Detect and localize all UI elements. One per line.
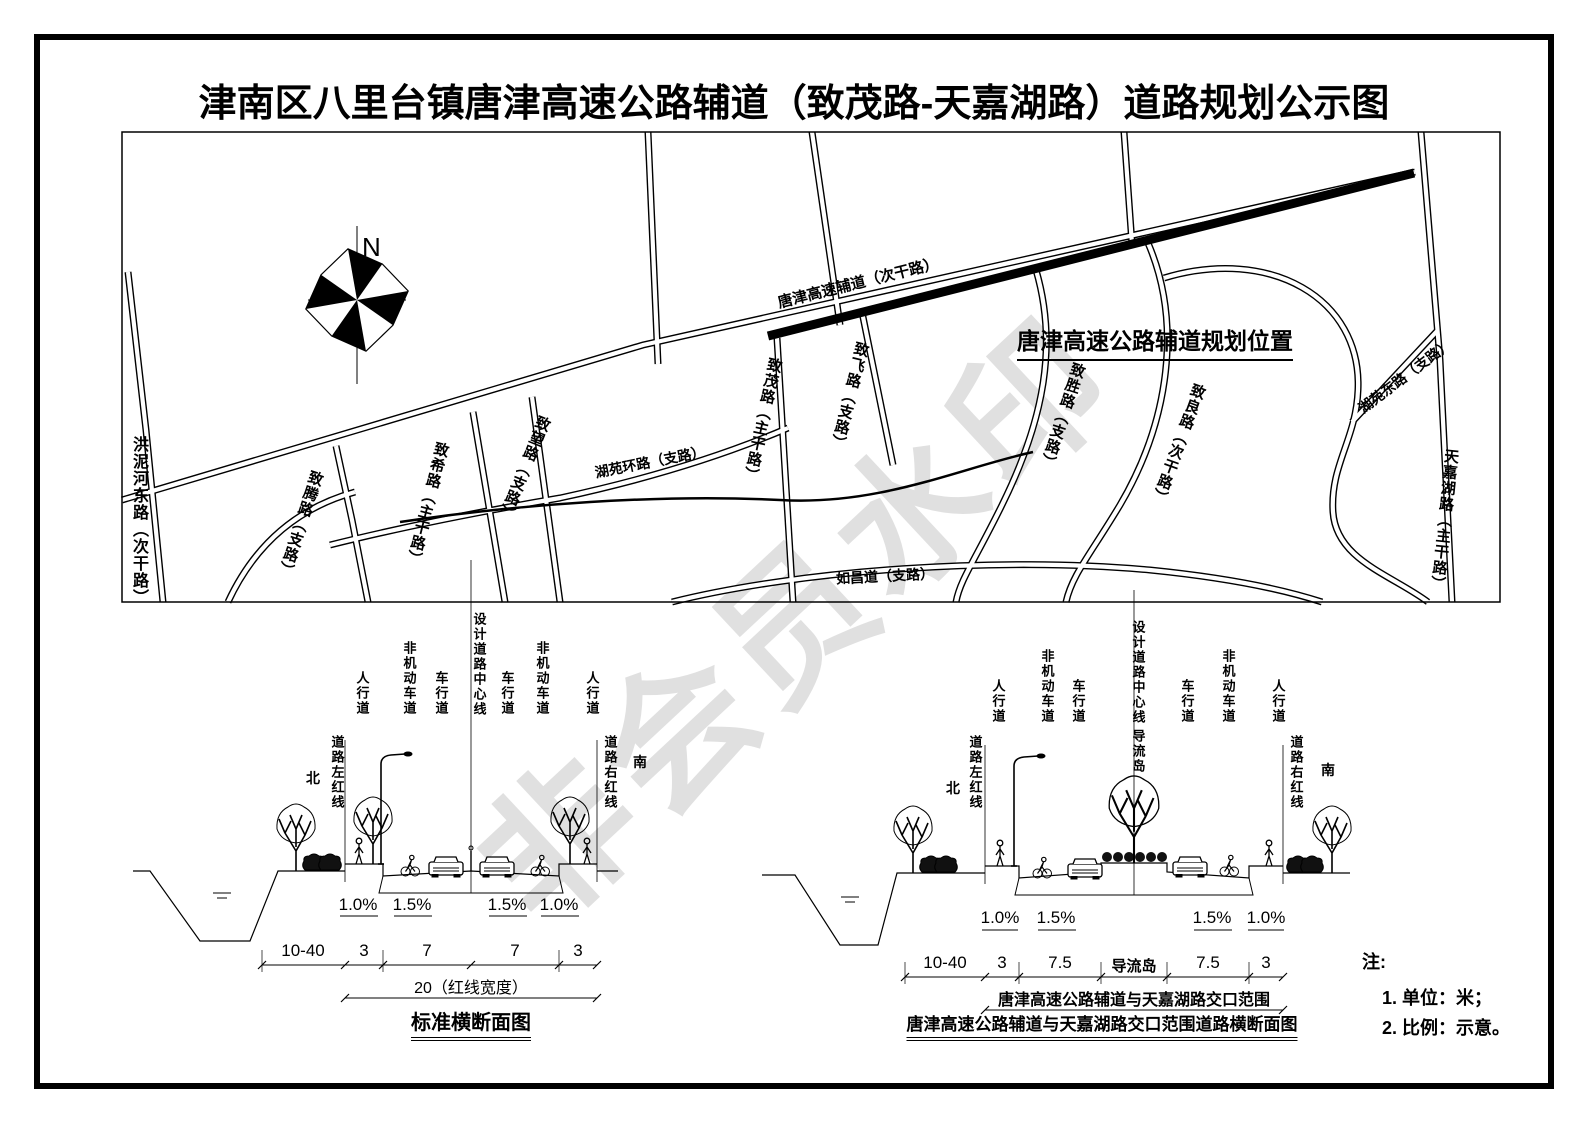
s2-dim-island: 导流岛 [1111, 958, 1157, 975]
page-border [34, 34, 1554, 1089]
s1-lane-label-centerline: 设计道路中心线 [471, 612, 487, 717]
s1-red-line-left-label: 道路左红线 [329, 735, 345, 810]
s2-range-label: 唐津高速公路辅道与天嘉湖路交口范围 [997, 992, 1271, 1009]
s1-lane-label-sidewalk-right: 人行道 [584, 671, 600, 716]
compass-icon [305, 226, 409, 384]
s2-dim-sidewalk-right: 3 [1261, 953, 1271, 972]
section1-figures [276, 751, 592, 878]
section2-drawing [762, 590, 1352, 1015]
page-title: 津南区八里台镇唐津高速公路辅道（致茂路-天嘉湖路）道路规划公示图 [198, 83, 1390, 125]
section1-drawing [133, 560, 618, 1003]
s2-lane-label-sidewalk-right: 人行道 [1270, 679, 1286, 724]
s2-red-line-left-label: 道路左红线 [967, 735, 983, 810]
s1-lane-label-sidewalk-left: 人行道 [354, 671, 370, 716]
diversion-island-hedge [1102, 852, 1167, 862]
note-item-scale: 2. 比例：示意。 [1382, 1018, 1511, 1038]
s1-north-label: 北 [306, 770, 320, 786]
s1-dim-carriage-left: 7 [422, 941, 432, 960]
map-frame [121, 131, 1501, 603]
s2-slope-1: 1.0% [980, 908, 1020, 927]
planned-position-annotation: 唐津高速公路辅道规划位置 [1017, 322, 1293, 361]
s2-dim-carriage-left: 7.5 [1048, 953, 1072, 972]
s2-slope-4: 1.0% [1246, 908, 1286, 927]
s1-south-label: 南 [633, 754, 647, 770]
s2-dim-verge: 10-40 [923, 953, 967, 972]
s2-lane-label-carriage-left: 车行道 [1070, 679, 1086, 724]
s1-dim-verge: 10-40 [281, 941, 325, 960]
s2-lane-label-island: 导流岛 [1130, 729, 1146, 774]
highway-service-road [766, 168, 1416, 341]
s2-lane-label-centerline: 设计道路中心线 [1130, 620, 1146, 725]
s2-dim-sidewalk-left: 3 [997, 953, 1007, 972]
s2-lane-label-bike-right: 非机动车道 [1220, 649, 1236, 724]
s1-dim-sidewalk-left: 3 [359, 941, 369, 960]
note-item-unit: 1. 单位：米； [1382, 988, 1493, 1008]
s2-red-line-right-label: 道路右红线 [1288, 735, 1304, 810]
s1-slope-4: 1.0% [539, 895, 579, 914]
map-road-fills [121, 131, 1455, 605]
s1-lane-label-carriage-left: 车行道 [433, 671, 449, 716]
s2-slope-2: 1.5% [1036, 908, 1076, 927]
s1-slope-3: 1.5% [487, 895, 527, 914]
s2-slope-3: 1.5% [1192, 908, 1232, 927]
s1-slope-1: 1.0% [338, 895, 378, 914]
s1-lane-label-bike-left: 非机动车道 [401, 641, 417, 716]
compass-north-label: N [362, 232, 381, 262]
s2-lane-label-bike-left: 非机动车道 [1039, 649, 1055, 724]
s1-dim-sidewalk-right: 3 [573, 941, 583, 960]
road-label-hongnihe-east: 洪泥河东路（次干路） [130, 436, 147, 606]
s1-red-line-right-label: 道路右红线 [602, 735, 618, 810]
s1-title: 标准横断面图 [411, 1006, 531, 1041]
s2-lane-label-sidewalk-left: 人行道 [990, 679, 1006, 724]
s2-lane-label-carriage-right: 车行道 [1179, 679, 1195, 724]
notes-heading: 注: [1362, 952, 1386, 972]
s2-north-label: 北 [946, 780, 960, 796]
s2-title: 唐津高速公路辅道与天嘉湖路交口范围道路横断面图 [906, 1010, 1298, 1041]
section2-figures [893, 753, 1352, 880]
s2-dim-carriage-right: 7.5 [1196, 953, 1220, 972]
s1-slope-2: 1.5% [392, 895, 432, 914]
levee-line [399, 450, 1034, 524]
s1-lane-label-bike-right: 非机动车道 [534, 641, 550, 716]
s1-total-width-label: 20（红线宽度） [414, 980, 528, 997]
s2-south-label: 南 [1321, 762, 1335, 778]
s1-dim-carriage-right: 7 [510, 941, 520, 960]
s1-lane-label-carriage-right: 车行道 [499, 671, 515, 716]
